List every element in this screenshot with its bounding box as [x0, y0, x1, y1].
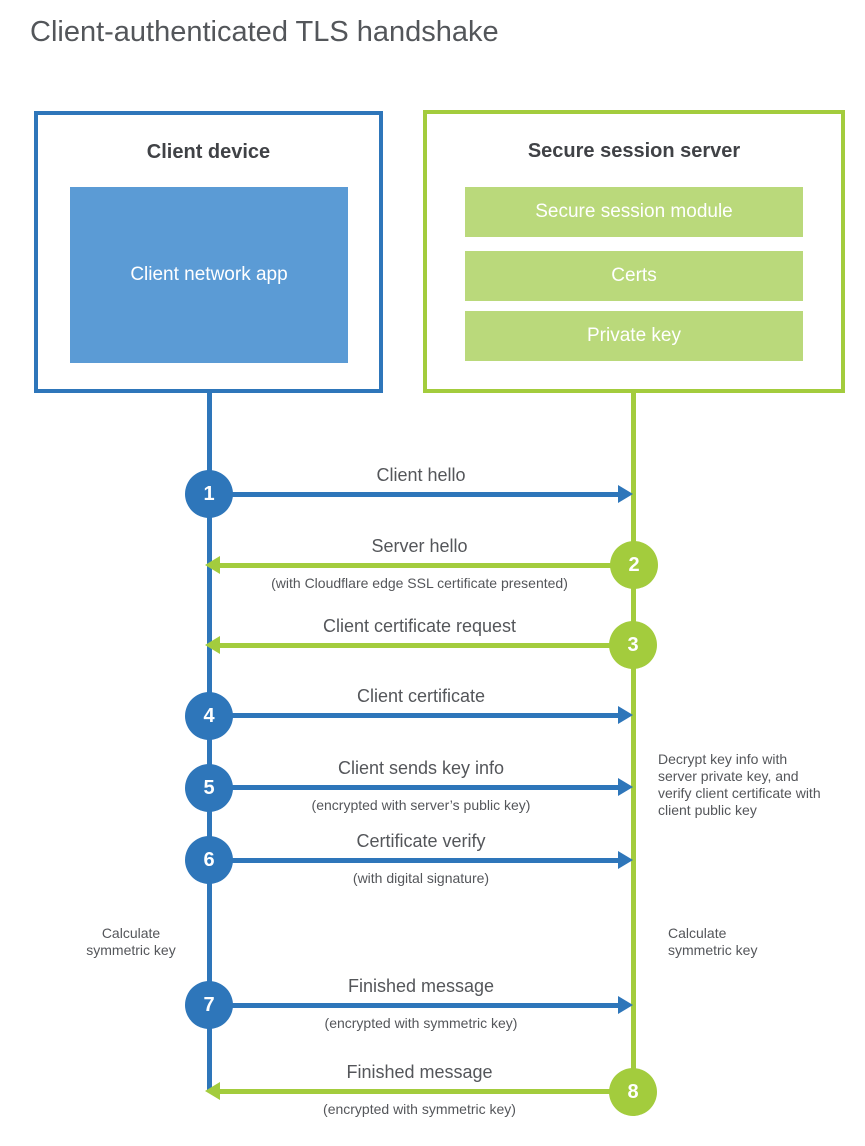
message-sublabel: (with Cloudflare edge SSL certificate pr…: [271, 575, 568, 591]
step-circle-2: 2: [610, 541, 658, 589]
step-circle-3: 3: [609, 621, 657, 669]
message-label: Client hello: [376, 465, 466, 485]
server-module-secure-session: Secure session module: [465, 187, 803, 237]
message-label: Client certificate request: [322, 616, 517, 636]
server-module-private-key: Private key: [465, 311, 803, 361]
client-lifeline: [207, 393, 212, 1090]
client-device-box: Client device Client network app: [34, 111, 383, 393]
arrow-line: [209, 858, 621, 863]
client-network-app-box: Client network app: [70, 187, 348, 363]
arrow-line: [217, 643, 634, 648]
arrow-line: [209, 713, 621, 718]
server-module-certs: Certs: [465, 251, 803, 301]
message-sublabel: (with digital signature): [352, 870, 490, 886]
message-sublabel: (encrypted with symmetric key): [324, 1015, 518, 1031]
secure-session-server-heading: Secure session server: [527, 140, 741, 162]
step-circle-7: 7: [185, 981, 233, 1029]
message-label: Finished message: [347, 976, 495, 996]
arrow-line: [217, 563, 634, 568]
step-circle-5: 5: [185, 764, 233, 812]
server-module-label: Private key: [587, 325, 681, 346]
message-label: Certificate verify: [356, 831, 486, 851]
arrow-right-icon: [618, 706, 633, 724]
arrow-right-icon: [618, 851, 633, 869]
step-circle-8: 8: [609, 1068, 657, 1116]
arrow-line: [209, 492, 621, 497]
arrow-line: [209, 785, 621, 790]
step-circle-1: 1: [185, 470, 233, 518]
page-title: Client-authenticated TLS handshake: [30, 16, 499, 48]
note-calculate-symmetric-key-server: Calculate symmetric key: [668, 925, 758, 958]
step-circle-4: 4: [185, 692, 233, 740]
note-calculate-symmetric-key-client: Calculate symmetric key: [86, 925, 176, 958]
message-sublabel: (encrypted with symmetric key): [323, 1101, 516, 1117]
note-decrypt-key-info: Decrypt key info with server private key…: [658, 751, 821, 818]
step-circle-6: 6: [185, 836, 233, 884]
server-module-label: Certs: [611, 265, 657, 286]
arrow-line: [209, 1003, 621, 1008]
arrow-line: [217, 1089, 634, 1094]
secure-session-server-box: Secure session server Secure session mod…: [423, 110, 845, 393]
arrow-right-icon: [618, 996, 633, 1014]
message-label: Client sends key info: [337, 758, 505, 778]
message-sublabel: (encrypted with server’s public key): [311, 797, 531, 813]
message-label: Server hello: [371, 536, 468, 556]
arrow-left-icon: [205, 556, 220, 574]
arrow-right-icon: [618, 485, 633, 503]
arrow-left-icon: [205, 1082, 220, 1100]
server-lifeline: [631, 393, 636, 1092]
client-device-heading: Client device: [146, 141, 271, 163]
message-label: Finished message: [346, 1062, 493, 1082]
message-label: Client certificate: [356, 686, 486, 706]
server-module-label: Secure session module: [535, 201, 733, 222]
arrow-right-icon: [618, 778, 633, 796]
client-network-app-label: Client network app: [130, 264, 288, 285]
arrow-left-icon: [205, 636, 220, 654]
